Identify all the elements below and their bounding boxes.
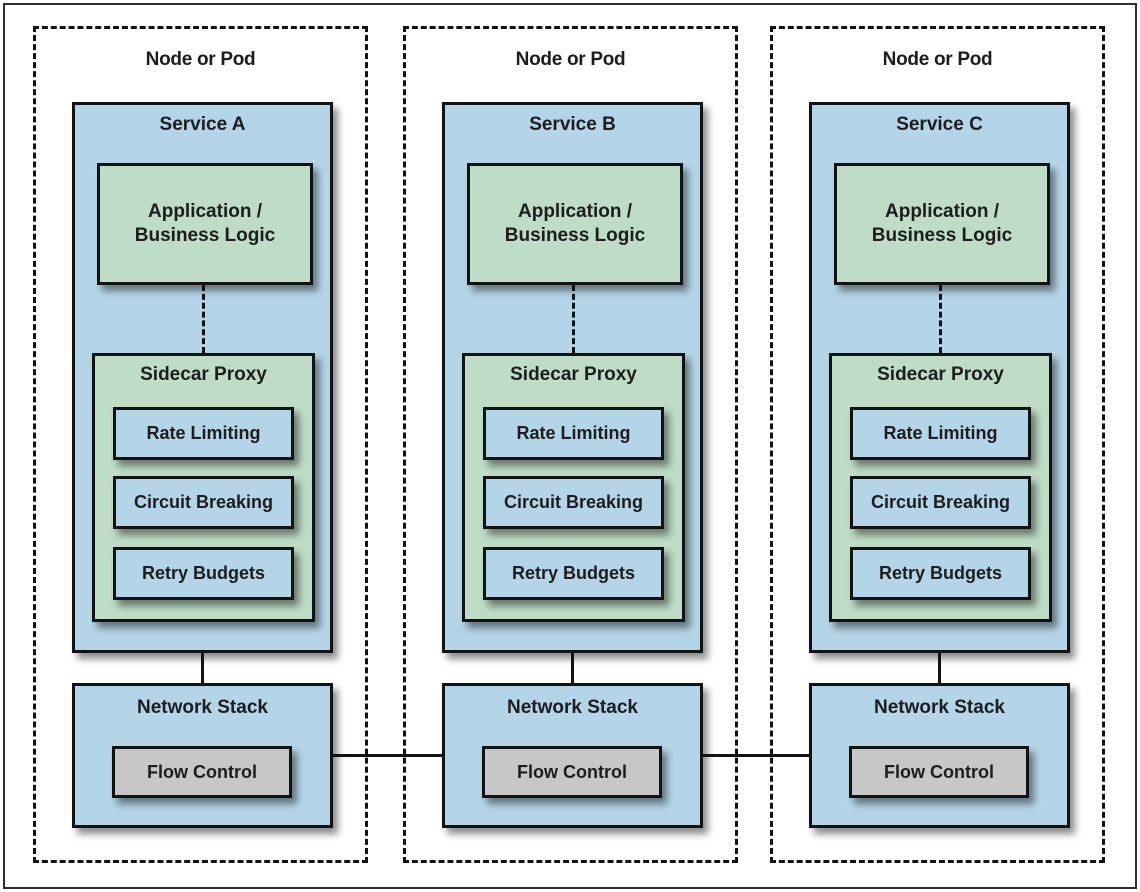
sidecar-proxy-label: Sidecar Proxy — [140, 364, 267, 385]
sidecar-proxy-box: Sidecar Proxy Rate Limiting Circuit Brea… — [92, 353, 315, 622]
flow-control-box: Flow Control — [849, 746, 1029, 798]
service-to-network-connector — [201, 653, 204, 686]
circuit-breaking-box: Circuit Breaking — [483, 476, 664, 529]
service-b-box: Service B Application / Business Logic S… — [442, 102, 703, 653]
service-name-label: Service A — [159, 114, 246, 135]
network-stack-box: Network Stack Flow Control — [442, 683, 703, 828]
flow-control-box: Flow Control — [112, 746, 292, 798]
network-stack-label: Network Stack — [874, 697, 1005, 718]
application-label: Application / Business Logic — [504, 201, 646, 246]
sidecar-proxy-label: Sidecar Proxy — [877, 364, 1004, 385]
network-stack-label: Network Stack — [137, 697, 268, 718]
service-to-network-connector — [938, 653, 941, 686]
node-or-pod-container-2: Node or Pod Service B Application / Busi… — [403, 26, 738, 863]
sidecar-proxy-box: Sidecar Proxy Rate Limiting Circuit Brea… — [829, 353, 1052, 622]
pod-label: Node or Pod — [882, 49, 993, 70]
retry-budgets-box: Retry Budgets — [483, 547, 664, 600]
network-stack-label: Network Stack — [507, 697, 638, 718]
retry-budgets-box: Retry Budgets — [850, 547, 1031, 600]
rate-limiting-box: Rate Limiting — [850, 407, 1031, 460]
application-label: Application / Business Logic — [134, 201, 276, 246]
app-to-proxy-dashed-connector — [571, 285, 575, 353]
application-label: Application / Business Logic — [871, 201, 1013, 246]
service-name-label: Service C — [896, 114, 983, 135]
application-business-logic-box: Application / Business Logic — [834, 163, 1050, 285]
app-to-proxy-dashed-connector — [938, 285, 942, 353]
sidecar-proxy-box: Sidecar Proxy Rate Limiting Circuit Brea… — [462, 353, 685, 622]
rate-limiting-box: Rate Limiting — [483, 407, 664, 460]
pod-label: Node or Pod — [515, 49, 626, 70]
flow-control-box: Flow Control — [482, 746, 662, 798]
service-a-box: Service A Application / Business Logic S… — [72, 102, 333, 653]
node-or-pod-container-1: Node or Pod Service A Application / Busi… — [33, 26, 368, 863]
service-c-box: Service C Application / Business Logic S… — [809, 102, 1070, 653]
network-stack-box: Network Stack Flow Control — [72, 683, 333, 828]
network-stack-box: Network Stack Flow Control — [809, 683, 1070, 828]
application-business-logic-box: Application / Business Logic — [97, 163, 313, 285]
app-to-proxy-dashed-connector — [201, 285, 205, 353]
application-business-logic-box: Application / Business Logic — [467, 163, 683, 285]
circuit-breaking-box: Circuit Breaking — [850, 476, 1031, 529]
network-link-pod2-pod3 — [702, 754, 810, 757]
sidecar-proxy-label: Sidecar Proxy — [510, 364, 637, 385]
circuit-breaking-box: Circuit Breaking — [113, 476, 294, 529]
retry-budgets-box: Retry Budgets — [113, 547, 294, 600]
rate-limiting-box: Rate Limiting — [113, 407, 294, 460]
service-name-label: Service B — [529, 114, 616, 135]
service-to-network-connector — [571, 653, 574, 686]
node-or-pod-container-3: Node or Pod Service C Application / Busi… — [770, 26, 1105, 863]
network-link-pod1-pod2 — [333, 754, 443, 757]
pod-label: Node or Pod — [145, 49, 256, 70]
